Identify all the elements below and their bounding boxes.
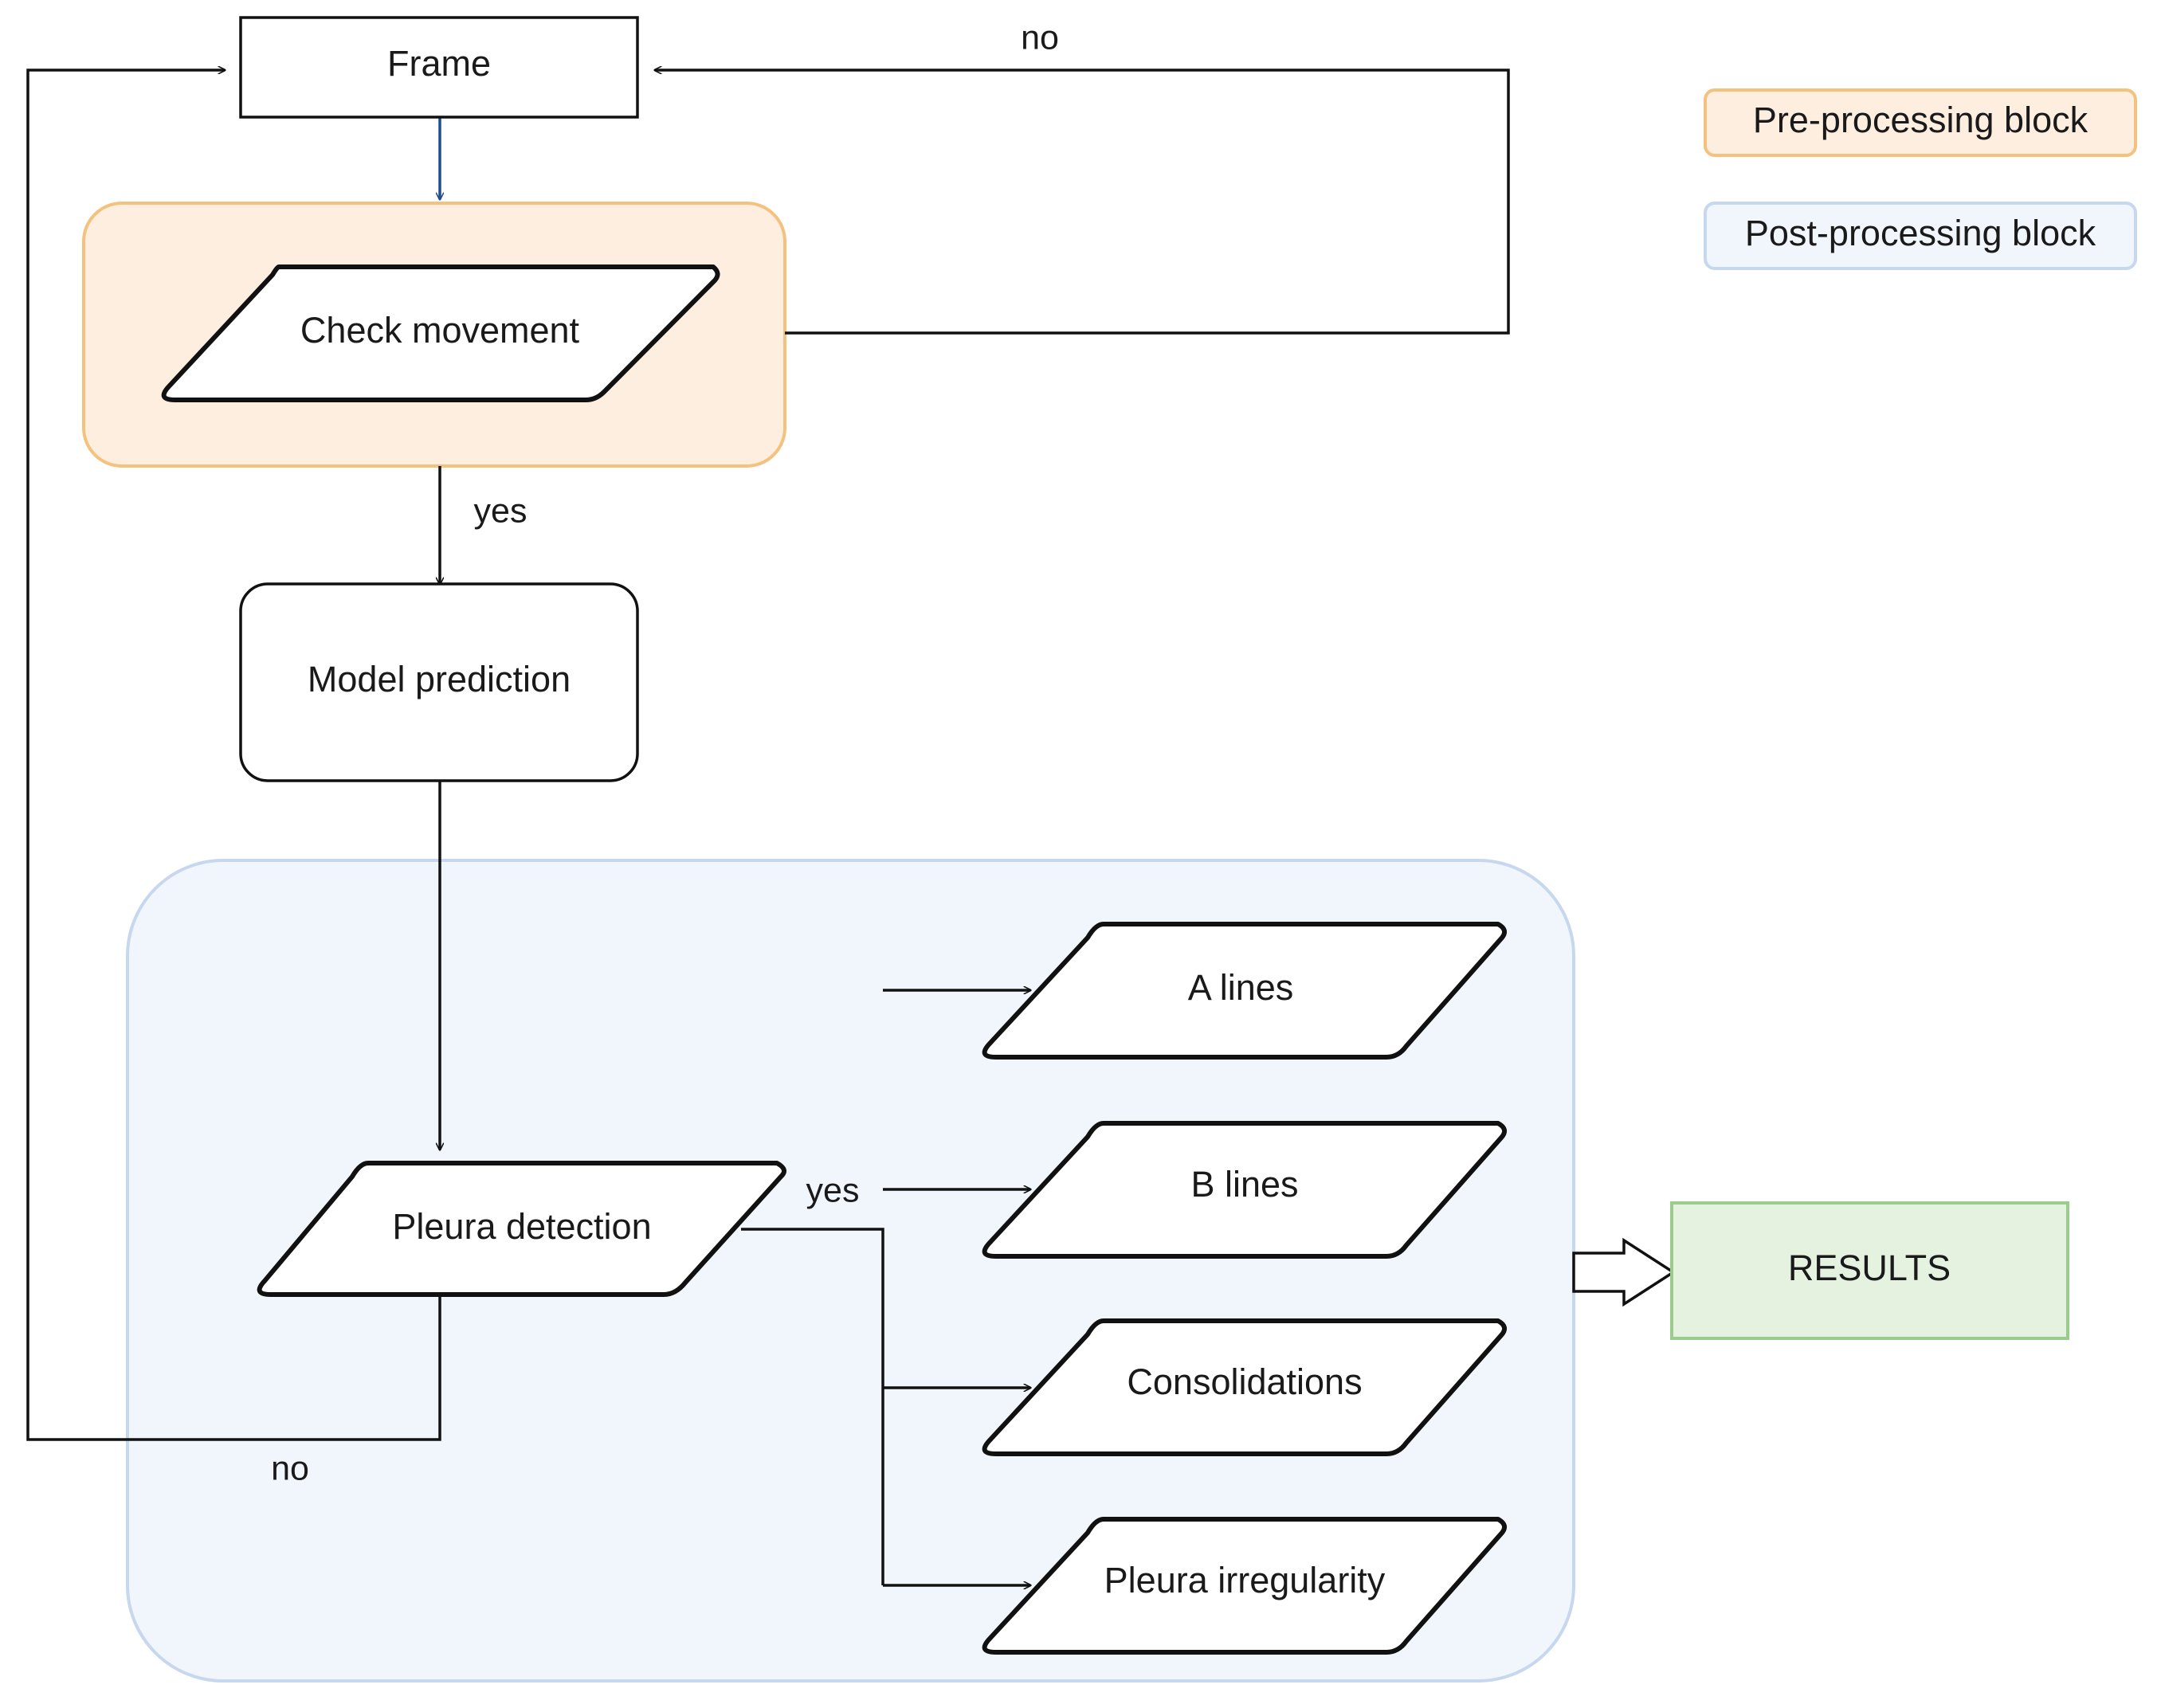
frame-label: Frame bbox=[387, 43, 491, 84]
legend-pre-processing: Pre-processing block bbox=[1704, 88, 2137, 157]
consolidations-node[interactable]: Consolidations bbox=[982, 1318, 1508, 1456]
edge-label-movement-no: no bbox=[1021, 18, 1059, 57]
b-lines-label: B lines bbox=[1190, 1164, 1298, 1205]
consolidations-label: Consolidations bbox=[1127, 1361, 1362, 1402]
results-label: RESULTS bbox=[1788, 1248, 1951, 1288]
edge-label-movement-yes: yes bbox=[474, 492, 527, 530]
pleura-irregularity-node[interactable]: Pleura irregularity bbox=[982, 1517, 1508, 1655]
results-node[interactable]: RESULTS bbox=[1670, 1201, 2069, 1340]
edge-label-pleura-yes: yes bbox=[806, 1171, 860, 1209]
edge-check-no-loop bbox=[655, 70, 1510, 335]
check-movement-label: Check movement bbox=[300, 310, 580, 351]
edge-pleura-no-loop bbox=[26, 70, 441, 1441]
model-prediction-node[interactable]: Model prediction bbox=[239, 582, 639, 782]
pleura-detection-node[interactable]: Pleura detection bbox=[257, 1161, 786, 1297]
a-lines-node[interactable]: A lines bbox=[982, 922, 1508, 1060]
edge-label-pleura-no: no bbox=[271, 1449, 309, 1487]
legend: Pre-processing block Post-processing blo… bbox=[1704, 88, 2137, 270]
b-lines-node[interactable]: B lines bbox=[982, 1121, 1508, 1259]
pleura-irregularity-label: Pleura irregularity bbox=[1104, 1560, 1386, 1600]
frame-node[interactable]: Frame bbox=[239, 16, 639, 119]
pleura-detection-label: Pleura detection bbox=[392, 1206, 651, 1247]
arrow-to-results bbox=[1572, 1237, 1677, 1307]
edge-pleura-yes-trunk bbox=[741, 1228, 884, 1585]
check-movement-node[interactable]: Check movement bbox=[161, 264, 720, 402]
connectors bbox=[26, 70, 1677, 1585]
legend-post-processing: Post-processing block bbox=[1704, 202, 2137, 270]
legend-pre-processing-label: Pre-processing block bbox=[1753, 100, 2088, 140]
legend-post-processing-label: Post-processing block bbox=[1745, 213, 2096, 253]
model-prediction-label: Model prediction bbox=[308, 659, 571, 699]
a-lines-label: A lines bbox=[1188, 967, 1294, 1008]
